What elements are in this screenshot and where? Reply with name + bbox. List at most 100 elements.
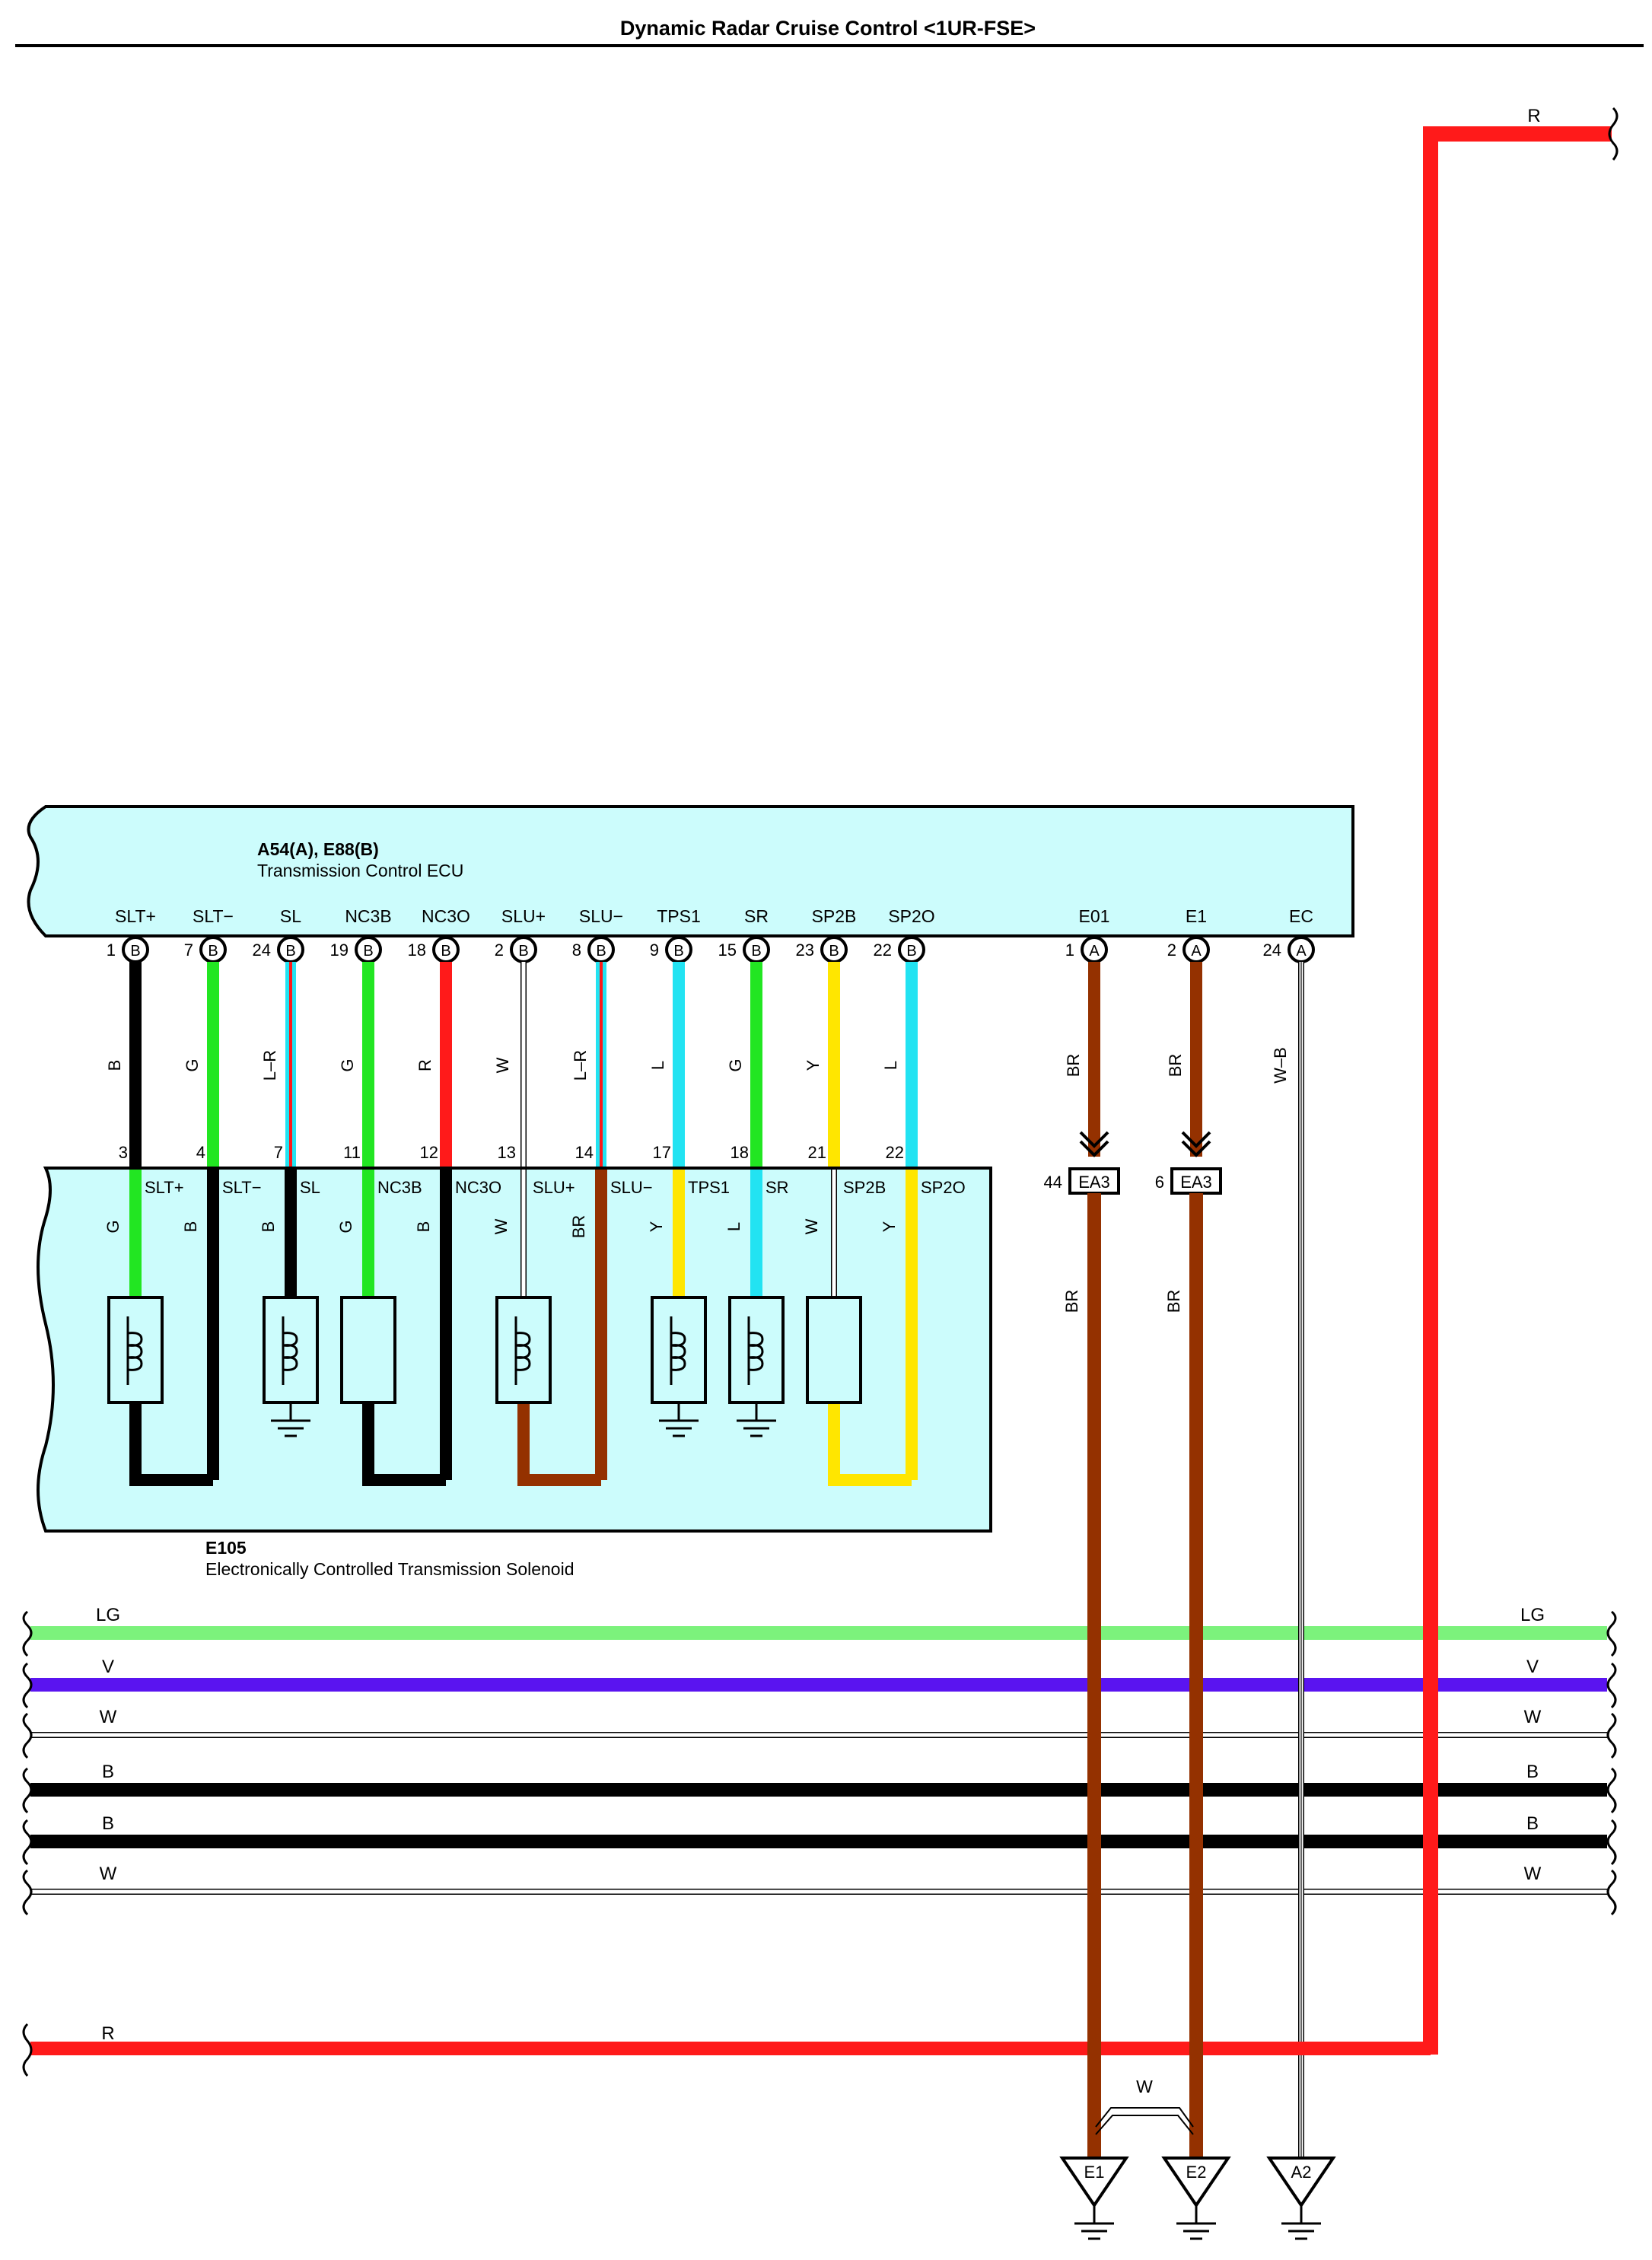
solenoid-pin-number: 18: [731, 1143, 749, 1162]
upper-wire-label: G: [726, 1058, 745, 1071]
ecu-pin-name: SR: [744, 906, 769, 926]
solenoid-valve-box: [107, 1296, 164, 1404]
top-wire-label: R: [1527, 106, 1540, 126]
junction-pin-number: 6: [1155, 1173, 1164, 1192]
ecu-pin-connector-letter: B: [518, 943, 528, 960]
ecu-name: Transmission Control ECU: [257, 861, 463, 880]
ecu-pin-name: SLT−: [193, 906, 234, 926]
bus-break-left: [22, 1610, 33, 1657]
solenoid-inner-wire-label: Y: [647, 1221, 666, 1232]
solenoid-inner-wire-label: G: [336, 1220, 355, 1233]
solenoid-pin-number: 4: [196, 1143, 205, 1162]
ecu-pin-number: 9: [650, 941, 659, 960]
upper-wire-label: W–B: [1271, 1047, 1290, 1084]
coil-icon: [748, 1332, 764, 1371]
ecu-pin-connector-letter: B: [441, 943, 450, 960]
solenoid-valve-box: [340, 1296, 396, 1404]
lower-wire-label: BR: [1062, 1290, 1081, 1313]
ecu-pin-number: 22: [874, 941, 892, 960]
solenoid-loop: [362, 1402, 446, 1486]
ecu-pin-number: 18: [408, 941, 426, 960]
solenoid-loop: [517, 1402, 601, 1486]
ecu-pin-number: 2: [1167, 941, 1176, 960]
bus-label-right: B: [1526, 1813, 1539, 1834]
solenoid-name: Electronically Controlled Transmission S…: [205, 1559, 575, 1579]
ecu-pin-connector-letter: B: [596, 943, 606, 960]
ecu-pin-name: SP2O: [888, 906, 934, 926]
solenoid-inner-wire-label: B: [181, 1221, 200, 1233]
solenoid-valve-box: [806, 1296, 862, 1404]
solenoid-valve-box: [728, 1296, 785, 1404]
shield-outline: [1095, 2107, 1194, 2128]
bus-break-left: [22, 1662, 33, 1709]
bus-break-right: [1606, 1662, 1617, 1709]
ecu-pin-number: 19: [330, 941, 349, 960]
ecu-pin-number: 24: [1263, 941, 1281, 960]
solenoid-pin-number: 17: [653, 1143, 671, 1162]
upper-wire-label: B: [105, 1060, 124, 1071]
solenoid-pin-number: 14: [575, 1143, 594, 1162]
solenoid-inner-wire-label: BR: [569, 1215, 588, 1239]
junction-chevron-icon: [1079, 1131, 1109, 1157]
ecu-pin-connector-letter: B: [208, 943, 218, 960]
ecu-pin-name: E01: [1079, 906, 1110, 926]
upper-wire-label: L–R: [260, 1050, 279, 1081]
ground-label: E1: [1084, 2163, 1105, 2182]
shield-label: W: [1136, 2077, 1153, 2096]
solenoid-pin-number: 7: [274, 1143, 283, 1162]
bottom-wire-label: R: [101, 2023, 114, 2044]
ecu-pin-name: SL: [280, 906, 301, 926]
ground-triangle: [1266, 2157, 1336, 2208]
solenoid-pin-name: SLU−: [610, 1178, 653, 1197]
bus-break-right: [1606, 1869, 1617, 1916]
shield-outline-inner: [1095, 2115, 1194, 2135]
bus-label-right: B: [1526, 1762, 1539, 1782]
ecu-box: [27, 805, 1354, 937]
coil-icon: [127, 1332, 143, 1371]
solenoid-inner-wire-label: W: [802, 1218, 821, 1234]
upper-wire-label: L: [881, 1061, 900, 1070]
ground-label: A2: [1291, 2163, 1312, 2182]
bus-label-right: LG: [1520, 1605, 1545, 1625]
top-r-wire: [1423, 126, 1612, 2048]
ecu-pin-name: NC3B: [345, 906, 391, 926]
ecu-pin-connector-letter: B: [906, 943, 916, 960]
ecu-pin-connector-letter: B: [751, 943, 761, 960]
solenoid-pin-name: SR: [766, 1178, 789, 1197]
bus-label-left: V: [102, 1657, 114, 1677]
solenoid-pin-number: 21: [808, 1143, 826, 1162]
ecu-pin-number: 7: [184, 941, 193, 960]
ecu-pin-number: 8: [572, 941, 581, 960]
upper-wire-label: L–R: [571, 1050, 590, 1081]
shield: W: [1095, 2077, 1194, 2135]
solenoid-pins: 3SLT+4SLT−7SL11NC3B12NC3O13SLU+14SLU−17T…: [119, 1143, 966, 1197]
solenoid-pin-name: NC3B: [377, 1178, 422, 1197]
ecu-pin-name: NC3O: [422, 906, 470, 926]
page-title: Dynamic Radar Cruise Control <1UR-FSE>: [620, 17, 1036, 40]
solenoid-inner-wire-label: L: [724, 1222, 743, 1231]
solenoid-valve-box: [263, 1296, 319, 1404]
solenoid-loop: [828, 1402, 912, 1486]
bus-break-right: [1606, 1712, 1617, 1759]
bus-label-left: B: [102, 1762, 114, 1782]
junction-box: [1170, 1167, 1222, 1195]
coil-icon: [282, 1332, 298, 1371]
solenoid-valve-box: [651, 1296, 707, 1404]
ecu-pin-connector-letter: B: [363, 943, 373, 960]
ecu-pin-name: TPS1: [657, 906, 701, 926]
solenoid-pin-number: 22: [886, 1143, 904, 1162]
ecu-pin-name: E1: [1186, 906, 1207, 926]
ground-triangle: [1161, 2157, 1231, 2208]
upper-wire-label: G: [338, 1058, 357, 1071]
bus-label-left: W: [100, 1707, 117, 1727]
ecu-pin-name: SLU+: [501, 906, 546, 926]
ecu-pin-number: 2: [495, 941, 504, 960]
bus-label-right: W: [1524, 1864, 1542, 1884]
bus-break-left: [22, 1869, 33, 1916]
solenoid-loop: [129, 1402, 213, 1486]
